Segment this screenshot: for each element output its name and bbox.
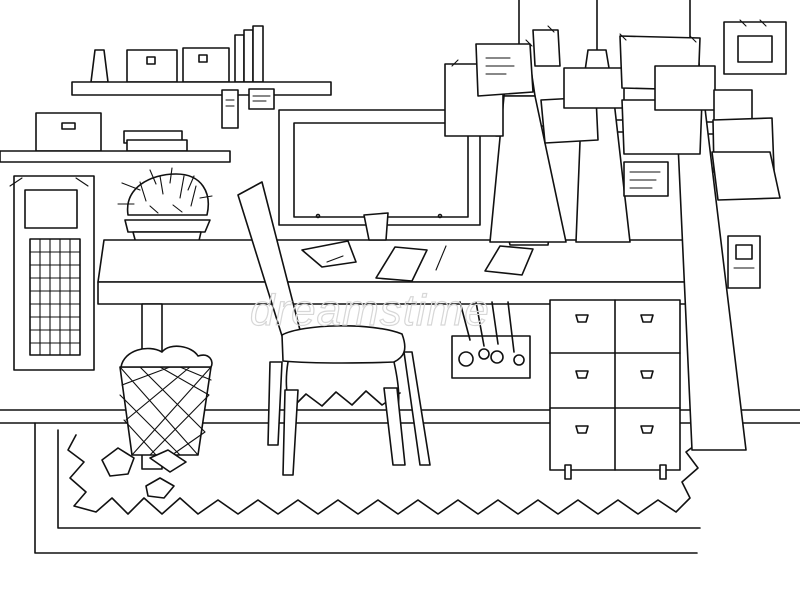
waste-basket [102,346,212,498]
rug [35,423,702,553]
key-hooks [452,302,530,378]
wall-calendar [10,176,94,370]
pinned-notes [445,20,786,288]
desk-papers [302,241,533,281]
monitor [279,110,480,240]
desk-chair [238,182,430,475]
watermark-text: dreamstime [250,286,490,335]
lower-shelf [0,113,230,162]
top-shelf [72,26,331,128]
